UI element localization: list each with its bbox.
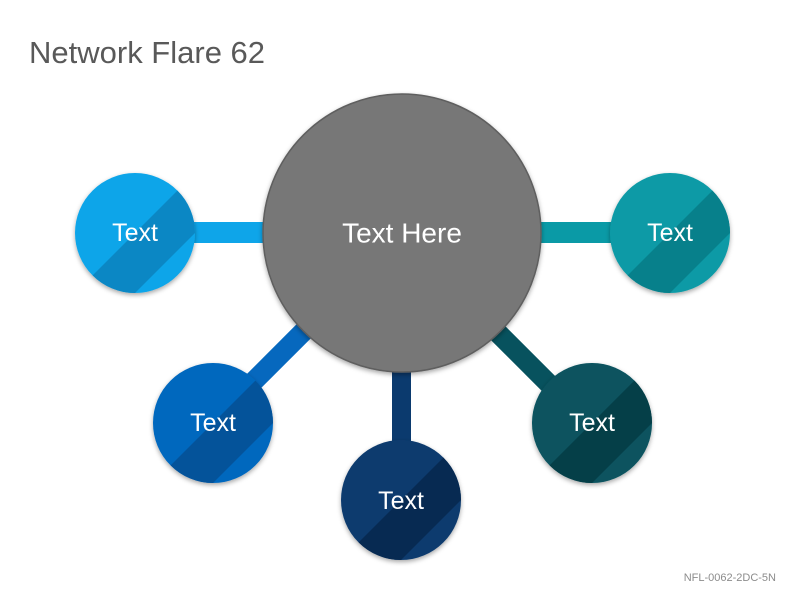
- connector-left: [180, 222, 270, 243]
- hub-label: Text Here: [342, 218, 462, 249]
- footer-code: NFL-0062-2DC-5N: [683, 572, 776, 584]
- node-shade: [75, 173, 195, 293]
- node-left: Text: [75, 173, 195, 293]
- node-shade: [153, 363, 273, 483]
- node-shade: [341, 440, 461, 560]
- hub-node: Text Here: [262, 93, 542, 373]
- connector-bottom: [392, 360, 411, 455]
- node-shade: [610, 173, 730, 293]
- node-label: Text: [647, 219, 693, 247]
- node-right: Text: [610, 173, 730, 293]
- node-shade: [532, 363, 652, 483]
- hub-circle: [262, 93, 542, 373]
- node-label: Text: [569, 409, 615, 437]
- node-lower-right: Text: [532, 363, 652, 483]
- node-lower-left: Text: [153, 363, 273, 483]
- slide-title: Network Flare 62: [29, 35, 266, 70]
- connector-right: [535, 222, 625, 243]
- node-label: Text: [190, 409, 236, 437]
- node-bottom: Text: [341, 440, 461, 560]
- node-label: Text: [112, 219, 158, 247]
- node-label: Text: [378, 487, 424, 515]
